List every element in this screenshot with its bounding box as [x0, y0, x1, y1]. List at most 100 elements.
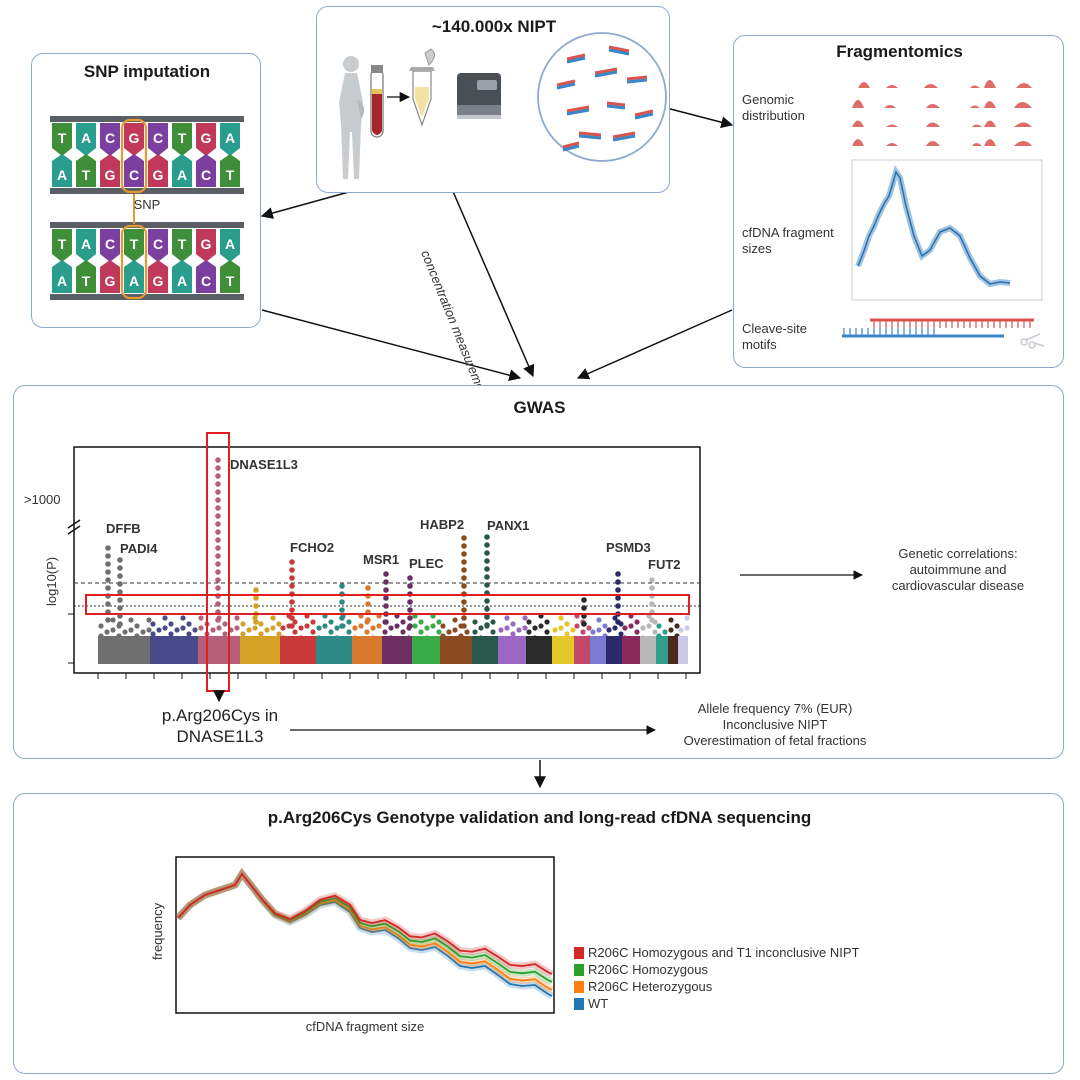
base-letter: T	[178, 130, 187, 146]
nipt-panel: ~140.000x NIPT	[316, 6, 670, 193]
legend-item-homozygous: R206C Homozygous	[574, 961, 708, 978]
base-letter: T	[82, 167, 91, 183]
legend-swatch	[574, 963, 584, 976]
gene-label-dffb: DFFB	[106, 521, 141, 536]
gwas-title: GWAS	[513, 398, 566, 417]
cleave-site-label: Cleave-site motifs	[742, 321, 808, 352]
legend-label: WT	[588, 996, 609, 1011]
base-letter: A	[57, 167, 67, 183]
validation-title: p.Arg206Cys Genotype validation and long…	[267, 808, 812, 827]
base-letter: G	[105, 167, 116, 183]
y-break-label: >1000	[24, 492, 61, 507]
validation-ylabel: frequency	[150, 902, 165, 960]
base-letter: C	[153, 236, 163, 252]
sample-tube-icon	[409, 48, 435, 127]
base-pair: TA	[124, 229, 144, 293]
cleave-site-motifs	[842, 318, 1045, 349]
base-letter: T	[58, 130, 67, 146]
base-letter: G	[201, 236, 212, 252]
base-letter: A	[81, 130, 91, 146]
gene-label-padi4: PADI4	[120, 541, 158, 556]
fragment-size-plot	[851, 159, 1043, 301]
base-pair: GC	[124, 123, 144, 187]
fragmentomics-panel: Fragmentomics Genomic distribution cfDNA…	[733, 35, 1064, 368]
base-pair: AT	[76, 229, 96, 293]
arrow-snp-to-gwas	[261, 309, 522, 382]
outcome-fetal-fraction: Overestimation of fetal fractions	[683, 733, 867, 748]
base-letter: G	[129, 130, 140, 146]
gene-label-habp2: HABP2	[420, 517, 465, 532]
genomic-distribution-tracks	[852, 80, 1034, 146]
genomic-distribution-label: Genomic distribution	[742, 92, 805, 123]
gene-label-panx1: PANX1	[487, 518, 530, 533]
base-pair: AT	[220, 229, 240, 293]
base-letter: T	[178, 236, 187, 252]
validation-xlabel: cfDNA fragment size	[305, 1019, 425, 1034]
base-letter: A	[177, 167, 187, 183]
nipt-title: ~140.000x NIPT	[431, 17, 557, 36]
base-letter: A	[177, 273, 187, 289]
base-letter: C	[129, 167, 139, 183]
base-pair: AT	[220, 123, 240, 187]
legend-swatch	[574, 997, 584, 1010]
outcome-list: Allele frequency 7% (EUR) Inconclusive N…	[660, 701, 890, 749]
validation-legend: R206C Homozygous and T1 inconclusive NIP…	[574, 944, 914, 1016]
base-letter: C	[201, 273, 211, 289]
base-pair: CG	[100, 229, 120, 293]
base-pair: CG	[148, 123, 168, 187]
gene-label-dnase1l3: DNASE1L3	[230, 457, 298, 472]
legend-item-heterozygous: R206C Heterozygous	[574, 978, 712, 995]
base-letter: A	[225, 236, 235, 252]
base-letter: T	[226, 167, 235, 183]
base-pair: CG	[148, 229, 168, 293]
legend-label: R206C Homozygous	[588, 962, 708, 977]
gwas-ylabel: log10(P)	[44, 556, 59, 606]
blood-tube-icon	[370, 65, 384, 138]
base-letter: A	[129, 273, 139, 289]
base-letter: G	[153, 273, 164, 289]
base-letter: C	[105, 236, 115, 252]
outcome-allele-frequency: Allele frequency 7% (EUR)	[697, 701, 853, 716]
outcome-inconclusive-nipt: Inconclusive NIPT	[722, 717, 828, 732]
base-pair: TA	[172, 123, 192, 187]
base-pair: TA	[52, 123, 72, 187]
legend-label: R206C Homozygous and T1 inconclusive NIP…	[588, 945, 860, 960]
gene-label-msr1: MSR1	[363, 552, 400, 567]
base-letter: C	[105, 130, 115, 146]
arrow-fragmentomics-to-gwas	[576, 309, 733, 380]
base-pair: TA	[172, 229, 192, 293]
base-pair: TA	[52, 229, 72, 293]
cfdna-fragments-icon	[556, 45, 654, 152]
base-letter: T	[226, 273, 235, 289]
base-letter: T	[58, 236, 67, 252]
base-letter: G	[201, 130, 212, 146]
snp-highlight	[120, 118, 148, 194]
base-letter: A	[225, 130, 235, 146]
scissors-icon	[1020, 333, 1045, 349]
snp-label: SNP	[133, 197, 161, 212]
legend-item-wt: WT	[574, 995, 608, 1012]
base-pair: GC	[196, 123, 216, 187]
legend-label: R206C Heterozygous	[588, 979, 713, 994]
base-letter: A	[57, 273, 67, 289]
genetic-correlations-text: Genetic correlations: autoimmune and car…	[891, 546, 1025, 593]
base-letter: C	[201, 167, 211, 183]
sequencer-icon	[457, 73, 501, 119]
legend-swatch	[574, 980, 584, 993]
gene-label-psmd3: PSMD3	[606, 540, 651, 555]
pregnant-woman-icon	[339, 56, 365, 179]
snp-title: SNP imputation	[83, 62, 211, 81]
nipt-illustration	[339, 32, 667, 179]
gene-label-fut2: FUT2	[648, 557, 681, 572]
base-letter: T	[82, 273, 91, 289]
base-letter: T	[130, 236, 139, 252]
legend-item-homozygous-t1: R206C Homozygous and T1 inconclusive NIP…	[574, 944, 859, 961]
variant-label: p.Arg206Cys in DNASE1L3	[161, 706, 279, 746]
snp-highlight	[120, 224, 148, 300]
base-pair: GC	[196, 229, 216, 293]
base-pair: CG	[100, 123, 120, 187]
base-letter: A	[81, 236, 91, 252]
base-letter: G	[105, 273, 116, 289]
fragment-sizes-label: cfDNA fragment sizes	[742, 225, 834, 256]
